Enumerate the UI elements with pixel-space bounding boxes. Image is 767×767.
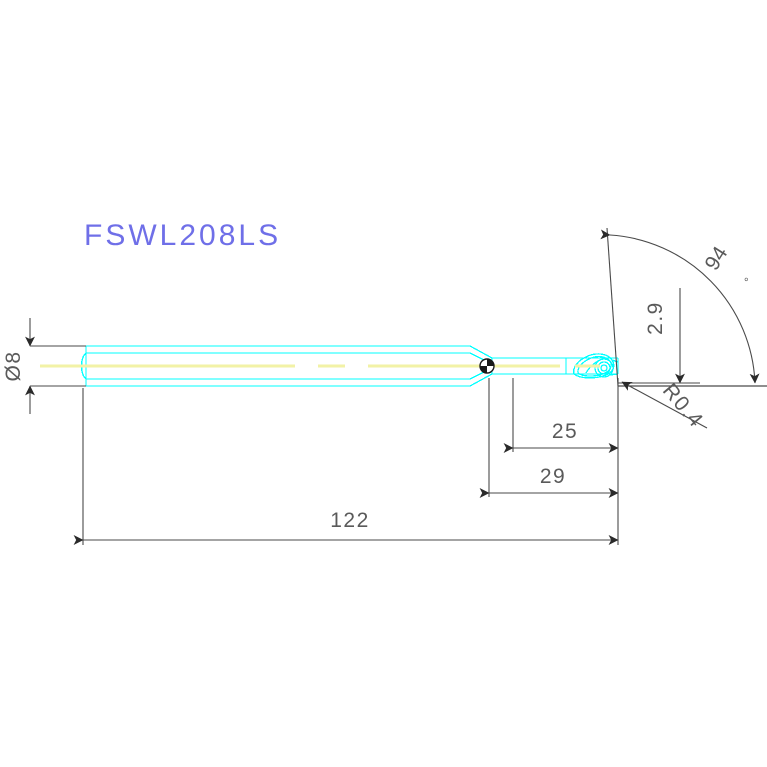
dimension-label-lead-angle: 94 — [701, 242, 733, 274]
dimension-head-length-inner: 25 — [503, 378, 619, 453]
dimension-label-head-length-outer: 29 — [540, 465, 566, 488]
dimension-corner-radius: R0.4 — [621, 379, 708, 433]
dimension-shank-diameter: Ø8 — [2, 318, 86, 414]
dimension-label-shank-diameter: Ø8 — [2, 350, 25, 381]
dimension-head-length-outer: 29 — [479, 378, 619, 498]
dimension-label-head-length-inner: 25 — [552, 420, 578, 443]
part-number-title: FSWL208LS — [84, 219, 281, 252]
dimension-tip-height: 2.9 — [618, 288, 700, 384]
dimension-label-tip-height: 2.9 — [644, 301, 667, 335]
dimension-lead-angle: 94 ° — [600, 227, 760, 387]
degree-symbol-icon: ° — [741, 275, 756, 287]
dimension-overall-length: 122 — [73, 388, 619, 545]
dimension-label-overall-length: 122 — [330, 509, 370, 532]
clamp-screw-marker — [479, 358, 495, 374]
